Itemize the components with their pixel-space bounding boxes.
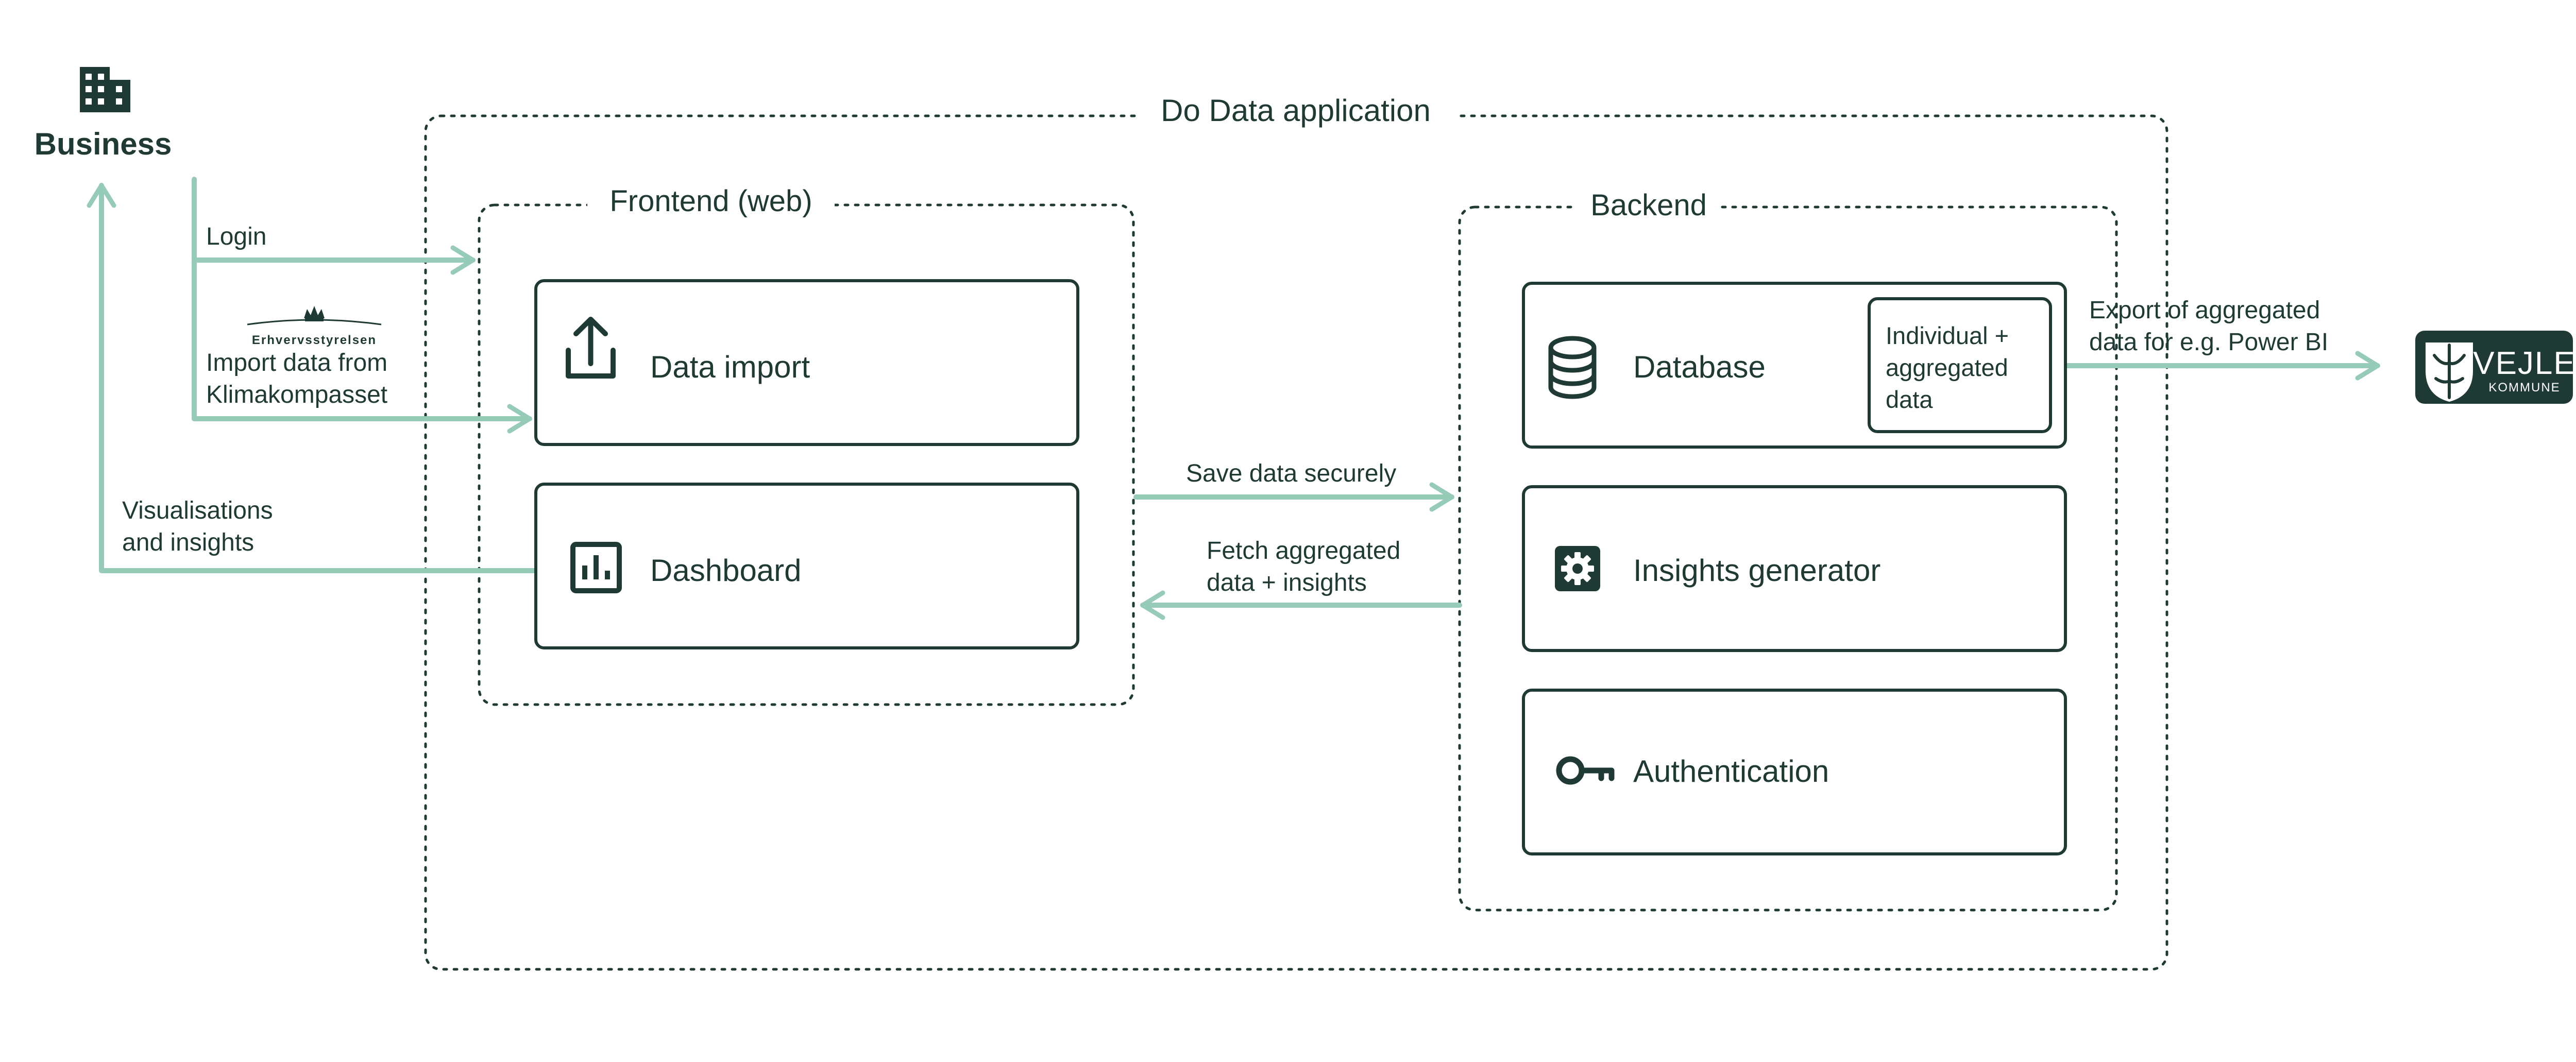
svg-text:KOMMUNE: KOMMUNE [2488,381,2560,395]
database-icon [1548,336,1597,399]
key-icon [1556,756,1615,785]
data-import-label: Data import [650,350,810,384]
dashboard-label: Dashboard [650,553,802,588]
data-import-card: Data import [534,279,1079,446]
erhvervsstyrelsen-logo: Erhvervsstyrelsen [247,306,382,347]
fetch-label: Fetch aggregated data + insights [1207,537,1408,596]
login-label: Login [206,223,266,250]
dashboard-card: Dashboard [534,483,1079,649]
database-label: Database [1633,350,1766,384]
application-title: Do Data application [1161,93,1431,128]
vejle-kommune-logo: VEJLE KOMMUNE [2415,331,2576,404]
svg-text:Erhvervsstyrelsen: Erhvervsstyrelsen [252,333,377,347]
upload-icon [566,317,616,379]
backend-container [1458,205,2118,912]
bar-chart-icon [570,542,622,593]
export-label: Export of aggregated data for e.g. Power… [2089,297,2328,356]
import-label: Import data from Klimakompasset [206,349,394,408]
authentication-label: Authentication [1633,754,1829,789]
save-label: Save data securely [1186,460,1396,487]
visualisations-label: Visualisations and insights [122,497,280,556]
gear-icon [1555,546,1600,591]
building-icon [80,67,130,112]
svg-text:VEJLE: VEJLE [2473,346,2576,381]
authentication-card: Authentication [1522,689,2067,855]
insights-generator-label: Insights generator [1633,553,1880,588]
backend-title: Backend [1590,189,1707,222]
database-note: Individual + aggregated data [1886,322,2015,413]
database-card: Database Individual + aggregated data [1522,282,2067,449]
visualisations-arrow [87,183,538,573]
database-note-box [1868,297,2052,433]
business-label: Business [35,127,172,161]
insights-generator-card: Insights generator [1522,485,2067,652]
frontend-title: Frontend (web) [609,184,812,218]
